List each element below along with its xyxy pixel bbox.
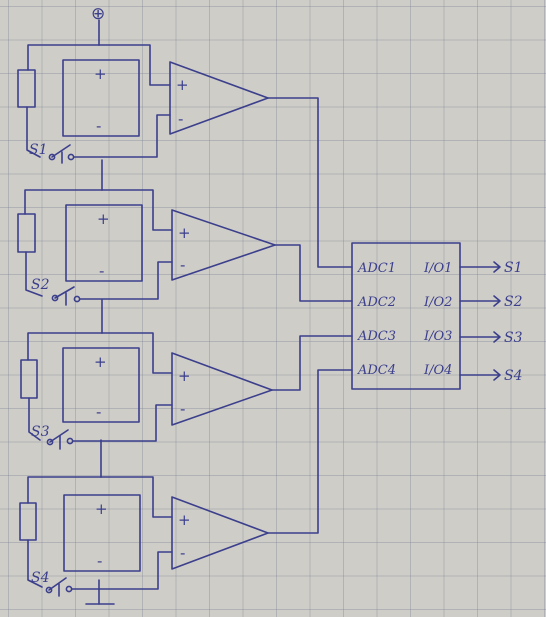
- switch-1-contact-a: [48, 153, 56, 161]
- opamp-3-minus: -: [180, 400, 185, 418]
- adc-4-label: ADC4: [357, 363, 396, 378]
- wire-1-top: [27, 44, 100, 71]
- switch-4-contact-a: [45, 586, 53, 594]
- wire-opamp-1-to-adc1: [267, 97, 353, 268]
- resistor-4: [19, 502, 37, 541]
- stage-3: + - S3 + -: [20, 332, 353, 450]
- opamp-2-minus: -: [180, 256, 185, 274]
- opamp-4: [171, 496, 269, 570]
- switch-2-blade: [54, 286, 75, 299]
- output-arrow-4: [459, 369, 501, 381]
- io-2-label: I/O2: [423, 295, 452, 310]
- switch-2-contact-b: [73, 295, 81, 303]
- opamp-3: [171, 352, 273, 426]
- switch-4-contact-b: [65, 585, 73, 593]
- stage-4: + - S4 + -: [19, 369, 353, 597]
- wire-3-minus: [72, 404, 173, 442]
- switch-1-contact-b: [67, 153, 75, 161]
- cell-1-minus: -: [96, 117, 101, 135]
- switch-3-contact-a: [46, 438, 54, 446]
- switch-1-label: S1: [29, 142, 48, 158]
- wire-2-plus: [101, 189, 173, 231]
- switch-4-label: S4: [31, 570, 50, 586]
- wire-2-left: [25, 251, 43, 297]
- mcu-box: [351, 242, 461, 390]
- wire-opamp-3-to-adc3: [271, 335, 353, 391]
- outputs: S1 S2 S3 S4: [459, 260, 523, 384]
- adc-1-label: ADC1: [357, 261, 396, 276]
- cell-3: [62, 347, 140, 423]
- output-3-label: S3: [504, 330, 523, 346]
- opamp-2-plus: +: [178, 224, 191, 242]
- io-1-label: I/O1: [423, 261, 452, 276]
- resistor-3: [20, 359, 38, 399]
- opamp-1: [169, 61, 269, 135]
- opamp-4-minus: -: [180, 544, 185, 562]
- resistor-1: [17, 69, 36, 108]
- cell-2-minus: -: [99, 262, 104, 280]
- cell-4: [63, 494, 141, 572]
- io-3-label: I/O3: [423, 329, 452, 344]
- wire-1-minus: [73, 114, 171, 158]
- wire-4-plus: [100, 476, 173, 518]
- output-2-label: S2: [504, 294, 523, 310]
- output-4-label: S4: [504, 368, 523, 384]
- cell-4-minus: -: [97, 552, 102, 570]
- adc-2-label: ADC2: [357, 295, 396, 310]
- output-1-label: S1: [504, 260, 523, 276]
- io-4-label: I/O4: [423, 363, 452, 378]
- opamp-3-plus: +: [178, 367, 191, 385]
- adc-3-label: ADC3: [357, 329, 396, 344]
- switch-4-blade: [48, 577, 67, 591]
- cell-4-plus: +: [95, 500, 108, 518]
- opamp-4-plus: +: [178, 511, 191, 529]
- cell-3-minus: -: [96, 403, 101, 421]
- switch-2-contact-a: [51, 294, 59, 302]
- opamp-2: [171, 209, 276, 281]
- wire-3-left: [28, 397, 41, 441]
- cell-1: [62, 59, 140, 137]
- wire-4-minus: [71, 551, 173, 590]
- wire-2-minus: [79, 261, 173, 300]
- wire-4-top: [27, 476, 102, 504]
- output-arrow-2: [459, 295, 501, 307]
- switch-2-label: S2: [31, 277, 50, 293]
- resistor-2: [17, 213, 36, 253]
- wire-1-left: [26, 106, 41, 158]
- cell-2: [65, 204, 143, 282]
- opamp-1-minus: -: [178, 110, 183, 128]
- wire-3-top: [27, 332, 103, 361]
- opamp-1-plus: +: [176, 76, 189, 94]
- supply-symbol: ⊕: [91, 4, 105, 24]
- microcontroller: ADC1 ADC2 ADC3 ADC4 I/O1 I/O2 I/O3 I/O4: [351, 242, 461, 390]
- output-arrow-1: [459, 261, 501, 273]
- cell-3-plus: +: [94, 353, 107, 371]
- switch-3-contact-b: [66, 437, 74, 445]
- wire-3-plus: [101, 332, 173, 374]
- switch-3-label: S3: [31, 424, 50, 440]
- wire-1-plus: [98, 44, 171, 86]
- stage-2: + - S2 + -: [17, 189, 353, 306]
- switch-1-blade: [51, 144, 71, 158]
- wire-4-left: [27, 539, 43, 588]
- output-arrow-3: [459, 331, 501, 343]
- wire-opamp-2-to-adc2: [274, 244, 353, 302]
- stage-1: + - S1 + -: [17, 44, 353, 268]
- cell-1-plus: +: [94, 65, 107, 83]
- switch-3-blade: [49, 429, 69, 443]
- wire-opamp-4-to-adc4: [267, 369, 353, 534]
- wire-2-top: [24, 189, 103, 215]
- cell-2-plus: +: [97, 210, 110, 228]
